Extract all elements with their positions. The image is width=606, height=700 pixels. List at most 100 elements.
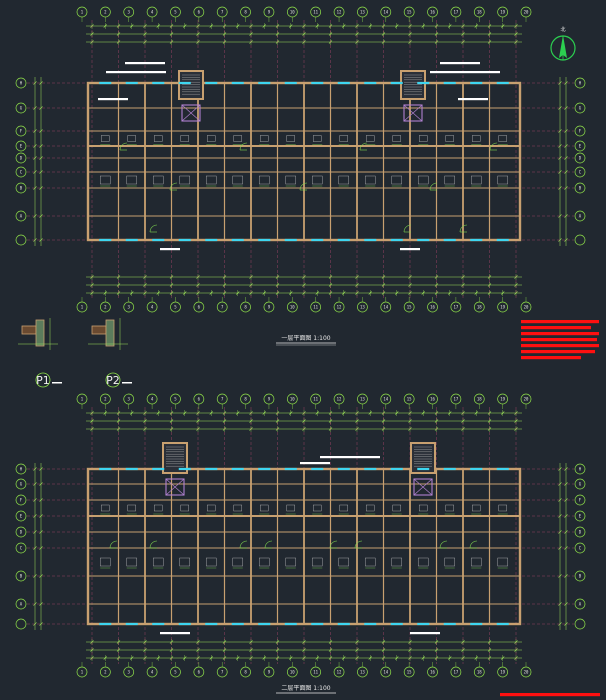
axis-bubble-label: 1 bbox=[81, 397, 84, 402]
axis-bubble-label: 2 bbox=[104, 10, 107, 15]
room-fixture bbox=[260, 504, 269, 512]
elevator-cross bbox=[181, 104, 201, 122]
annotation-text bbox=[458, 98, 488, 101]
axis-bubble-label: 19 bbox=[500, 10, 505, 15]
axis-bubble-label: 8 bbox=[244, 670, 247, 675]
room-fixture bbox=[497, 175, 508, 185]
room-fixture bbox=[179, 557, 190, 567]
dimension-tick bbox=[39, 170, 43, 174]
second-floor-plan-title: 二层平面图 1:100 bbox=[281, 685, 330, 692]
axis-bubble-label: 14 bbox=[383, 670, 388, 675]
room-fixture bbox=[285, 557, 296, 567]
revision-notes bbox=[500, 320, 600, 697]
dimension-tick bbox=[39, 482, 43, 486]
room-fixture bbox=[153, 557, 164, 567]
elevator-cross bbox=[165, 478, 185, 496]
axis-bubble-label: C bbox=[20, 546, 23, 551]
room-fixture bbox=[233, 504, 242, 512]
elevator-cross bbox=[403, 104, 423, 122]
annotation-text bbox=[300, 462, 330, 465]
annotation-text bbox=[98, 98, 128, 101]
top-axis-bubbles: 1122334455667788991010111112121313141415… bbox=[15, 6, 586, 313]
axis-bubble bbox=[574, 494, 586, 506]
dimension-tick bbox=[39, 129, 43, 133]
room-fixture bbox=[180, 504, 189, 512]
axis-bubble-label: 2 bbox=[104, 670, 107, 675]
room-fixture bbox=[338, 557, 349, 567]
revision-note-bar bbox=[521, 332, 599, 336]
axis-bubble bbox=[574, 182, 586, 194]
axis-bubble-label: 19 bbox=[500, 397, 505, 402]
axis-bubble bbox=[574, 510, 586, 522]
axis-bubble-label: E bbox=[579, 144, 582, 149]
axis-bubble-label: 12 bbox=[337, 10, 342, 15]
section-hatch bbox=[21, 325, 37, 335]
dimension-tick bbox=[564, 530, 568, 534]
room-fixture bbox=[391, 175, 402, 185]
dimension-tick bbox=[564, 498, 568, 502]
axis-bubble-label: F bbox=[20, 498, 23, 503]
axis-bubble-label: D bbox=[579, 156, 582, 161]
elevator-shaft bbox=[181, 104, 201, 122]
elevator-cross bbox=[413, 478, 433, 496]
dimension-tick bbox=[564, 170, 568, 174]
axis-bubble-label: 5 bbox=[174, 397, 177, 402]
door-swing bbox=[459, 224, 468, 233]
room-fixture bbox=[179, 175, 190, 185]
axis-bubble-label: 19 bbox=[500, 670, 505, 675]
axis-bubble-label: 17 bbox=[453, 397, 458, 402]
axis-bubble bbox=[574, 102, 586, 114]
axis-bubble-label: B bbox=[579, 574, 582, 579]
axis-bubble-label: F bbox=[579, 498, 582, 503]
room-fixture bbox=[259, 175, 270, 185]
dimension-tick bbox=[39, 467, 43, 471]
axis-bubble-label: 6 bbox=[198, 397, 201, 402]
door-swing bbox=[169, 182, 178, 191]
bottom-room-details bbox=[99, 446, 509, 635]
axis-bubble bbox=[574, 463, 586, 475]
axis-bubble-label: A bbox=[579, 602, 582, 607]
room-fixture bbox=[497, 557, 508, 567]
room-fixture bbox=[338, 175, 349, 185]
axis-bubble-label: 10 bbox=[290, 670, 295, 675]
axis-bubble-label: G bbox=[20, 482, 23, 487]
revision-note-bar bbox=[521, 356, 581, 360]
axis-bubble-label: 5 bbox=[174, 305, 177, 310]
elevator-shaft bbox=[165, 478, 185, 496]
axis-bubble-label: 18 bbox=[477, 305, 482, 310]
axis-bubble-label: 18 bbox=[477, 397, 482, 402]
axis-bubble-label: 11 bbox=[313, 397, 318, 402]
axis-bubble-label: H bbox=[579, 467, 582, 472]
axis-bubble-label: 12 bbox=[337, 397, 342, 402]
axis-bubble-label: G bbox=[20, 106, 23, 111]
section-hatch bbox=[91, 325, 107, 335]
axis-bubble-label: 20 bbox=[524, 670, 529, 675]
axis-bubble bbox=[15, 77, 27, 89]
room-fixture bbox=[392, 504, 401, 512]
axis-bubble-label: D bbox=[20, 156, 23, 161]
room-fixture bbox=[127, 504, 136, 512]
axis-bubble-label: 9 bbox=[268, 397, 271, 402]
dimension-tick bbox=[39, 81, 43, 85]
axis-bubble-label: B bbox=[20, 186, 23, 191]
room-fixture bbox=[419, 135, 428, 142]
axis-bubble bbox=[574, 570, 586, 582]
axis-bubble bbox=[15, 140, 27, 152]
room-fixture bbox=[100, 175, 111, 185]
door-swing bbox=[109, 540, 118, 549]
first-floor-plan-title: 一层平面图 1:100 bbox=[281, 335, 330, 342]
revision-note-bar bbox=[521, 344, 599, 348]
axis-bubble-label: 7 bbox=[221, 670, 224, 675]
axis-bubble-label: 13 bbox=[360, 670, 365, 675]
door-swing bbox=[149, 224, 158, 233]
axis-bubble-label: 9 bbox=[268, 305, 271, 310]
axis-bubble-label: C bbox=[579, 546, 582, 551]
axis-bubble-label: 11 bbox=[313, 670, 318, 675]
dimension-tick bbox=[564, 602, 568, 606]
dimension-tick bbox=[564, 106, 568, 110]
room-fixture bbox=[313, 135, 322, 142]
axis-bubble-label: A bbox=[20, 602, 23, 607]
axis-bubble-label: 15 bbox=[407, 397, 412, 402]
annotation-text bbox=[400, 248, 420, 251]
